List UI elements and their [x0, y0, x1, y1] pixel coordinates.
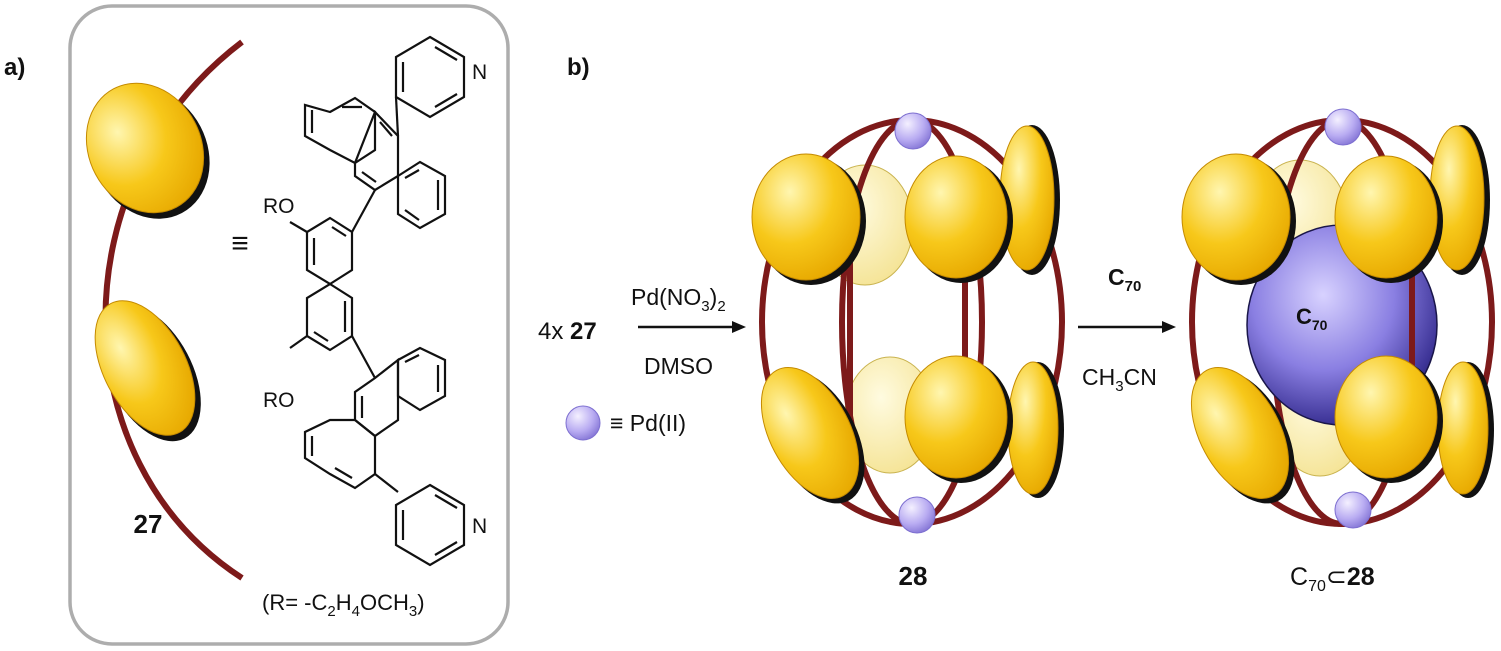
- cage-28-label: 28: [899, 561, 928, 591]
- cage-28-panel-left-bottom: [760, 367, 860, 499]
- pd-legend-text: ≡ Pd(II): [610, 410, 686, 436]
- ligand-panel-top: [85, 82, 205, 214]
- reagent-c70: C70: [1108, 264, 1141, 295]
- ro-label-top: RO: [263, 195, 295, 218]
- complex-panel-left-top: [1181, 153, 1291, 281]
- pd-legend-icon: [565, 405, 601, 441]
- pyridine-n-top: N: [472, 61, 487, 84]
- cage-28-pd-top: [894, 112, 932, 150]
- equivalence-symbol: ≡: [231, 227, 249, 260]
- ligand-panel-bottom: [94, 300, 196, 436]
- cage-28-pd-bottom: [898, 496, 936, 534]
- solvent-dmso: DMSO: [644, 353, 713, 379]
- cage-28: [751, 112, 1065, 534]
- pyridine-ring-top: [394, 35, 466, 119]
- complex-panel-right-bottom: [1437, 361, 1489, 495]
- complex-c70-in-28: [1181, 108, 1495, 529]
- cage-28-panel-right-bottom: [1007, 361, 1059, 495]
- complex-label: C70⊂28: [1290, 563, 1375, 595]
- ligand-27-structure: [289, 35, 466, 567]
- cage-28-panel-left-top: [751, 153, 861, 281]
- r-group-definition: (R= -C2H4OCH3): [262, 590, 425, 620]
- anthracene-top-mid-ring: [353, 109, 400, 192]
- reactant-label: 4x 27: [538, 318, 597, 345]
- pyridine-ring-bottom: [394, 483, 466, 567]
- reaction-arrow-2: [1078, 321, 1176, 333]
- cage-28-panel-front-bottom: [904, 355, 1008, 479]
- reagent-pd-nitrate: Pd(NO3)2: [631, 284, 726, 315]
- solvent-acetonitrile: CH3CN: [1082, 364, 1157, 395]
- complex-panel-front-bottom: [1334, 355, 1438, 479]
- panel-b-label: b): [567, 54, 590, 81]
- complex-pd-top: [1324, 108, 1362, 146]
- reaction-arrow-1: [638, 321, 746, 333]
- complex-pd-bottom: [1334, 491, 1372, 529]
- pyridine-n-bottom: N: [472, 515, 487, 538]
- panel-a-label: a): [4, 54, 25, 81]
- cage-28-panel-front-top: [904, 155, 1008, 279]
- compound-27-label: 27: [134, 509, 163, 539]
- naphthalene-ring-lower: [305, 282, 354, 352]
- anthracene-bottom-left-ring: [303, 418, 377, 490]
- complex-panel-front-top: [1334, 155, 1438, 279]
- ligand-27-cartoon: [85, 39, 244, 581]
- anthracene-top-right-ring: [396, 160, 447, 230]
- anthracene-top-left-ring: [303, 96, 377, 165]
- panel-a-frame: [68, 4, 510, 646]
- c70-sphere-label: C70: [1296, 304, 1328, 333]
- complex-panel-left-bottom: [1190, 367, 1290, 499]
- anthracene-bottom-mid-ring: [353, 357, 400, 438]
- ro-label-bottom: RO: [263, 389, 295, 412]
